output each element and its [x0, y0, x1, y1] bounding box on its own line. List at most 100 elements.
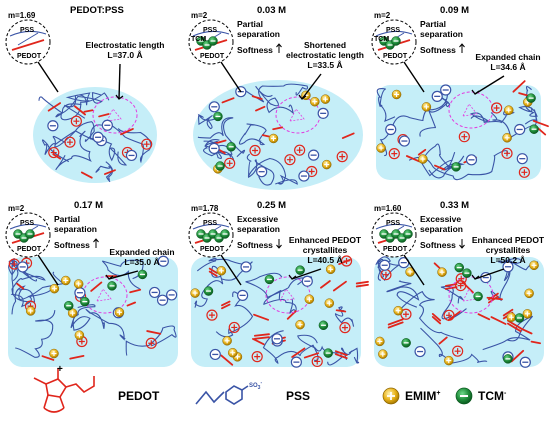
- pss-minus-site: [75, 288, 85, 298]
- emim-ion: [503, 133, 512, 142]
- note-pointer: [119, 64, 120, 99]
- m-value: m=2: [8, 204, 25, 213]
- pss-minus-site: [399, 136, 409, 146]
- tcm-ion: [80, 297, 89, 306]
- inset-pss-label: PSS: [20, 220, 34, 227]
- pss-minus-site: [102, 120, 112, 130]
- concentration-title: 0.09 M: [440, 5, 469, 16]
- emim-ion: [223, 336, 232, 345]
- softness-label: Softness: [420, 45, 456, 55]
- separation-label: separation: [420, 224, 463, 234]
- tcm-ion: [503, 354, 512, 363]
- emim-ion: [507, 313, 516, 322]
- pss-minus-site: [441, 85, 451, 95]
- m-value: m=2: [191, 11, 208, 20]
- separation-label: Partial: [54, 214, 80, 224]
- note-line: L=50.2 Å: [490, 255, 525, 265]
- emim-ion: [322, 160, 331, 169]
- pss-minus-site: [150, 287, 160, 297]
- tcm-ion: [221, 230, 230, 239]
- note-line: electrostatic length: [286, 50, 364, 60]
- emim-ion: [325, 299, 334, 308]
- tcm-ion: [108, 281, 117, 290]
- tcm-ion: [527, 94, 536, 103]
- note-line: Expanded chain: [475, 52, 540, 62]
- pss-minus-site: [432, 91, 442, 101]
- note-line: L=33.5 Å: [307, 60, 342, 70]
- emim-ion: [326, 265, 335, 274]
- pss-minus-site: [241, 262, 251, 272]
- inset-pedot-label: PEDOT: [200, 53, 225, 60]
- tcm-ion: [319, 321, 328, 330]
- tcm-ion: [455, 263, 464, 272]
- tcm-ion: [402, 338, 411, 347]
- m-value: m=1.60: [374, 204, 402, 213]
- pss-minus-site: [466, 155, 476, 165]
- zoom-inset: PSS PEDOT TCM: [189, 20, 233, 64]
- emim-ion: [310, 97, 319, 106]
- emim-ion: [375, 337, 384, 346]
- tcm-ion: [265, 275, 274, 284]
- pss-minus-site: [238, 290, 248, 300]
- separation-label: Excessive: [237, 214, 278, 224]
- legend-pedot-label: PEDOT: [118, 389, 160, 403]
- inset-pss-label: PSS: [20, 27, 34, 34]
- pedot-segment: [337, 310, 346, 311]
- pss-minus-site: [386, 124, 396, 134]
- emim-ion: [269, 134, 278, 143]
- tcm-ion: [324, 349, 333, 358]
- pss-minus-site: [380, 260, 390, 270]
- tcm-ion: [209, 37, 218, 46]
- inset-pss-label: PSS: [386, 27, 400, 34]
- emim-icon: [383, 388, 399, 404]
- inset-tcm-label: TCM: [374, 36, 389, 43]
- emim-ion: [61, 276, 70, 285]
- pss-minus-site: [291, 357, 301, 367]
- note-line: Electrostatic length: [86, 40, 165, 50]
- softness-up-arrow: [277, 44, 282, 53]
- inset-pointer: [38, 62, 58, 92]
- pss-minus-site: [299, 171, 309, 181]
- emim-ion: [217, 266, 226, 275]
- tcm-ion: [138, 270, 147, 279]
- m-value: m=1.69: [8, 11, 36, 20]
- softness-up-arrow: [94, 239, 99, 248]
- softness-label: Softness: [237, 240, 273, 250]
- pss-minus-site: [48, 121, 58, 131]
- tcm-ion: [474, 292, 483, 301]
- softness-label: Softness: [237, 45, 273, 55]
- emim-ion: [49, 349, 58, 358]
- emim-ion: [115, 308, 124, 317]
- legend-tcm-label: TCM-: [478, 389, 507, 403]
- softness-label: Softness: [54, 240, 90, 250]
- inset-pss-label: PSS: [203, 27, 217, 34]
- separation-label: Partial: [420, 19, 446, 29]
- tcm-icon: [456, 388, 472, 404]
- emim-ion: [444, 356, 453, 365]
- emim-ion: [50, 284, 59, 293]
- concentration-title: 0.33 M: [440, 200, 469, 211]
- pss-minus-site: [520, 357, 530, 367]
- note-line: Enhanced PEDOT: [472, 235, 545, 245]
- legend: + PEDOT SO3- PSS EMIM+ TCM-: [34, 364, 507, 412]
- concentration-title: 0.03 M: [257, 5, 286, 16]
- pss-minus-site: [209, 102, 219, 112]
- note-line: Shortened: [304, 40, 346, 50]
- inset-tcm-label: TCM: [191, 36, 206, 43]
- note-line: Expanded chain: [109, 247, 174, 257]
- emim-ion: [394, 306, 403, 315]
- softness-down-arrow: [277, 239, 282, 248]
- tcm-ion: [530, 125, 539, 134]
- pss-minus-site: [167, 290, 177, 300]
- note-line: L=40.5 Å: [307, 255, 342, 265]
- separation-label: separation: [237, 29, 280, 39]
- legend-emim-label: EMIM+: [405, 389, 440, 403]
